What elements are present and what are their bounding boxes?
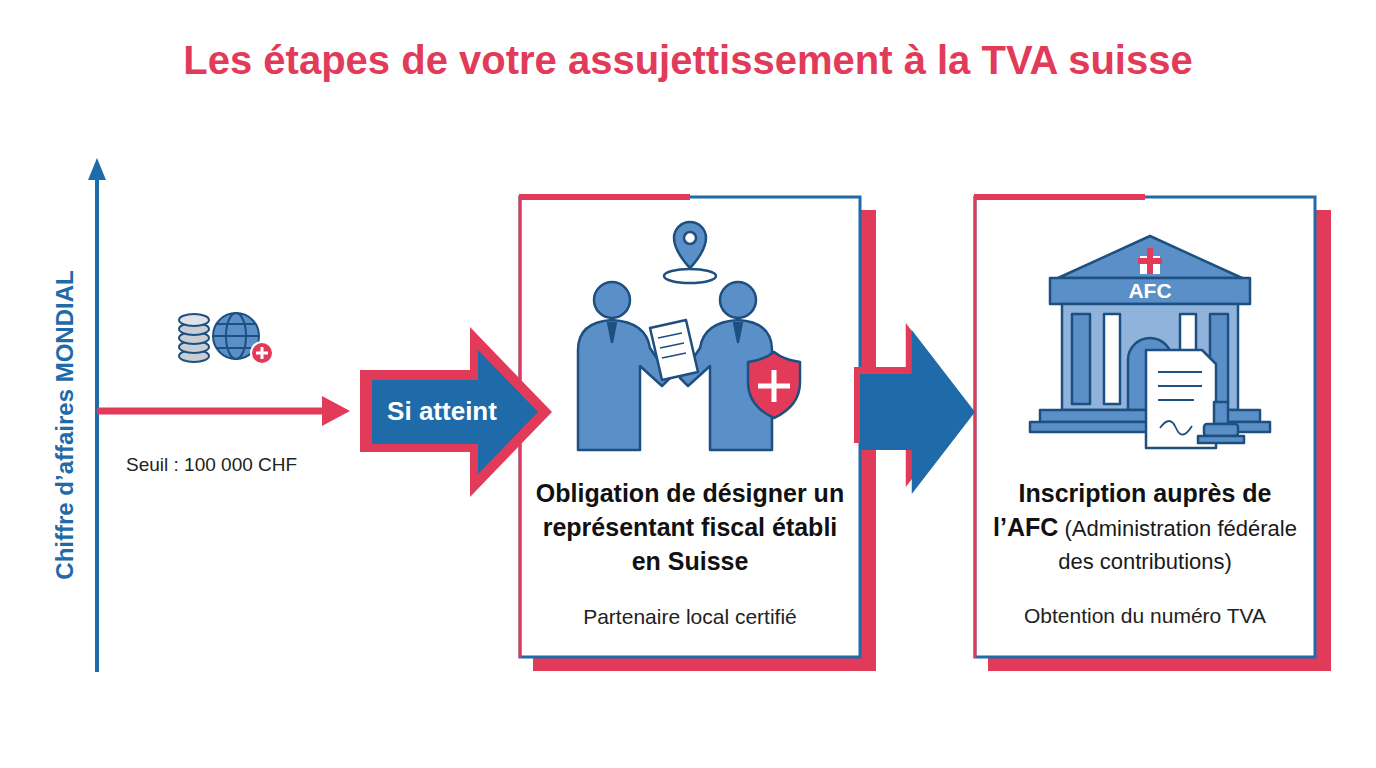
box-subtitle: Obtention du numéro TVA [1024, 604, 1266, 627]
condition-arrow [360, 327, 552, 497]
building-label: AFC [1128, 279, 1171, 303]
box-frame [519, 196, 876, 671]
axis-line [95, 176, 99, 672]
box-subtitle: Partenaire local certifié [583, 605, 797, 628]
axis-head [88, 158, 106, 180]
arrow-label: Si atteint [387, 396, 497, 427]
step-box: Inscription auprès de l’AFC(Administrati… [975, 197, 1315, 657]
text-block: Obtention du numéro TVA [990, 603, 1300, 631]
box-heading: Obligation de désigner un représentant f… [536, 479, 844, 575]
step-box: Obligation de désigner un représentant f… [520, 197, 860, 657]
diagram-title: Les étapes de votre assujettissement à l… [0, 38, 1376, 83]
axis-label: Chiffre d’affaires MONDIAL [51, 270, 79, 579]
coins-globe-icon [179, 313, 273, 364]
representative-icon [578, 222, 800, 450]
afc-building-icon [1030, 236, 1270, 448]
text-block: Obligation de désigner un représentant f… [535, 478, 845, 580]
box-frame [974, 196, 1331, 671]
box-heading: (Administration fédérale des contributio… [1058, 516, 1297, 574]
threshold-arrow [97, 408, 328, 415]
threshold-head [322, 396, 350, 426]
block-arrow [860, 330, 975, 494]
threshold-label: Seuil : 100 000 CHF [126, 454, 297, 476]
text-block: Inscription auprès de l’AFC(Administrati… [990, 478, 1300, 579]
text-block: Partenaire local certifié [535, 604, 845, 632]
